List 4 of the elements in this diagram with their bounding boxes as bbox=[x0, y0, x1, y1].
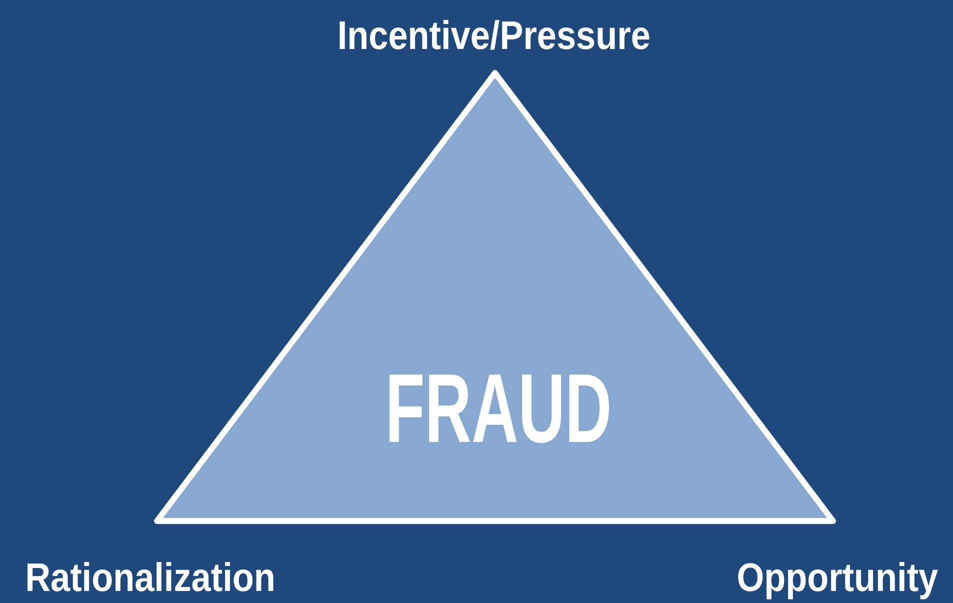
center-title: FRAUD bbox=[384, 358, 612, 458]
vertex-label: Opportunity bbox=[736, 555, 938, 601]
vertex-label: Incentive/Pressure bbox=[337, 13, 650, 59]
vertex-label: Rationalization bbox=[25, 555, 276, 601]
